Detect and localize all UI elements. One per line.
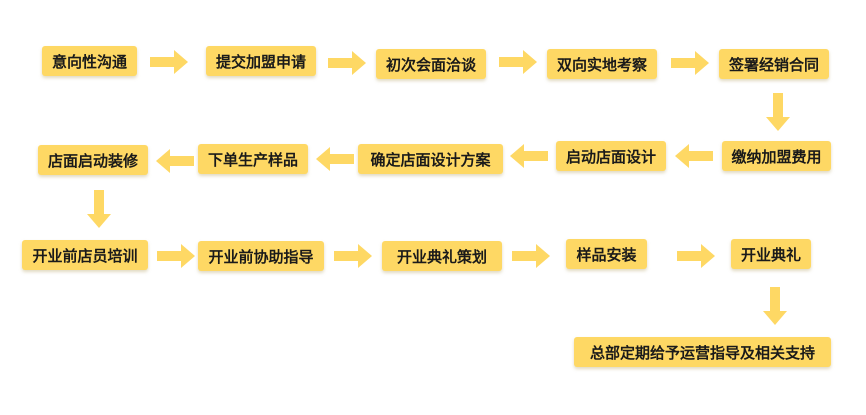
- arrow-down-icon: [765, 93, 791, 131]
- step-submit-application: 提交加盟申请: [206, 46, 316, 76]
- arrow-right-icon: [150, 49, 188, 75]
- arrow-left-icon: [316, 146, 354, 172]
- arrow-right-icon: [157, 243, 195, 269]
- step-ongoing-support: 总部定期给予运营指导及相关支持: [574, 337, 831, 367]
- arrow-down-icon: [86, 190, 112, 228]
- arrow-left-icon: [156, 148, 194, 174]
- step-sign-contract: 签署经销合同: [719, 49, 829, 79]
- arrow-right-icon: [328, 50, 366, 76]
- step-opening-ceremony: 开业典礼: [731, 239, 811, 269]
- arrow-right-icon: [677, 243, 715, 269]
- step-start-design: 启动店面设计: [556, 141, 666, 171]
- arrow-right-icon: [334, 243, 372, 269]
- arrow-right-icon: [499, 49, 537, 75]
- step-start-renovation: 店面启动装修: [38, 145, 148, 175]
- arrow-right-icon: [512, 243, 550, 269]
- arrow-down-icon: [762, 287, 788, 325]
- arrow-right-icon: [671, 50, 709, 76]
- step-site-inspection: 双向实地考察: [547, 49, 657, 79]
- step-sample-installation: 样品安装: [566, 239, 647, 269]
- step-order-samples: 下单生产样品: [198, 144, 308, 174]
- step-pay-fee: 缴纳加盟费用: [722, 141, 831, 171]
- step-ceremony-planning: 开业典礼策划: [382, 241, 502, 271]
- step-staff-training: 开业前店员培训: [22, 240, 148, 270]
- step-confirm-design: 确定店面设计方案: [358, 144, 503, 174]
- step-intention-communication: 意向性沟通: [42, 46, 137, 76]
- step-opening-assistance: 开业前协助指导: [198, 241, 324, 271]
- arrow-left-icon: [675, 143, 713, 169]
- step-first-meeting: 初次会面洽谈: [376, 49, 486, 79]
- arrow-left-icon: [510, 143, 548, 169]
